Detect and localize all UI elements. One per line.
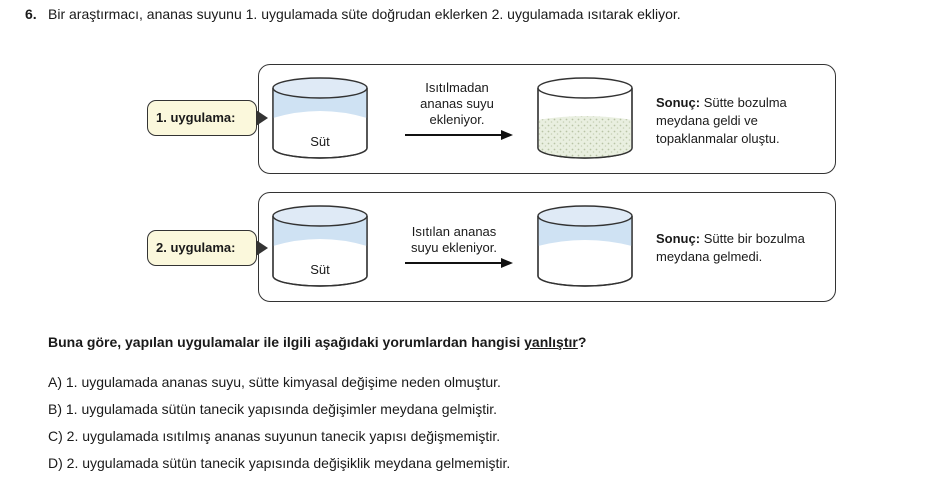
question-number: 6. <box>25 6 37 22</box>
experiment-1-result: Sonuç: Sütte bozulma meydana geldi ve to… <box>656 94 787 148</box>
experiment-1-milk-beaker: Süt <box>270 76 370 160</box>
experiment-2-milk-label: Süt <box>310 262 330 277</box>
experiment-1-result-line: Sütte bozulma <box>703 95 787 110</box>
question-stem: Bir araştırmacı, ananas suyunu 1. uygula… <box>48 6 681 22</box>
question-prompt-text: Buna göre, yapılan uygulamalar ile ilgil… <box>48 334 525 350</box>
question-prompt-mark: ? <box>577 334 587 350</box>
experiment-2-arrow-icon <box>405 258 513 268</box>
experiment-2-label: 2. uygulama: <box>147 230 268 266</box>
experiment-2-result-line: meydana gelmedi. <box>656 249 763 264</box>
experiment-2-result: Sonuç: Sütte bir bozulma meydana gelmedi… <box>656 230 805 266</box>
question-prompt: Buna göre, yapılan uygulamalar ile ilgil… <box>48 334 586 350</box>
experiment-2-result-line: Sütte bir bozulma <box>703 231 805 246</box>
experiment-1-arrow-text-line: Isıtılmadan <box>425 80 489 95</box>
experiment-1-curdled-beaker <box>535 76 635 160</box>
experiment-1-arrow-text: Isıtılmadan ananas suyu ekleniyor. <box>402 80 512 128</box>
experiment-2-milk-beaker: Süt <box>270 204 370 288</box>
option-c[interactable]: C) 2. uygulamada ısıtılmış ananas suyunu… <box>48 428 501 444</box>
experiment-1-result-title: Sonuç: <box>656 95 701 110</box>
experiment-1-arrow-text-line: ekleniyor. <box>429 112 485 127</box>
experiment-2-mixed-beaker <box>535 204 635 288</box>
option-b[interactable]: B) 1. uygulamada sütün tanecik yapısında… <box>48 401 498 417</box>
experiment-1-label: 1. uygulama: <box>147 100 268 136</box>
experiment-1-arrow-icon <box>405 130 513 140</box>
experiment-2-arrow-text: Isıtılan ananas suyu ekleniyor. <box>398 224 510 256</box>
experiment-1-milk-label: Süt <box>310 134 330 149</box>
experiment-1-arrow-text-line: ananas suyu <box>420 96 494 111</box>
option-d[interactable]: D) 2. uygulamada sütün tanecik yapısında… <box>48 455 511 471</box>
experiment-1-result-line: meydana geldi ve <box>656 113 758 128</box>
experiment-2-arrow-text-line: suyu ekleniyor. <box>411 240 497 255</box>
experiment-1-result-line: topaklanmalar oluştu. <box>656 131 780 146</box>
experiment-2-result-title: Sonuç: <box>656 231 701 246</box>
experiment-2-arrow-text-line: Isıtılan ananas <box>411 224 497 239</box>
option-a[interactable]: A) 1. uygulamada ananas suyu, sütte kimy… <box>48 374 501 390</box>
question-prompt-underlined: yanlıştır <box>524 334 578 350</box>
